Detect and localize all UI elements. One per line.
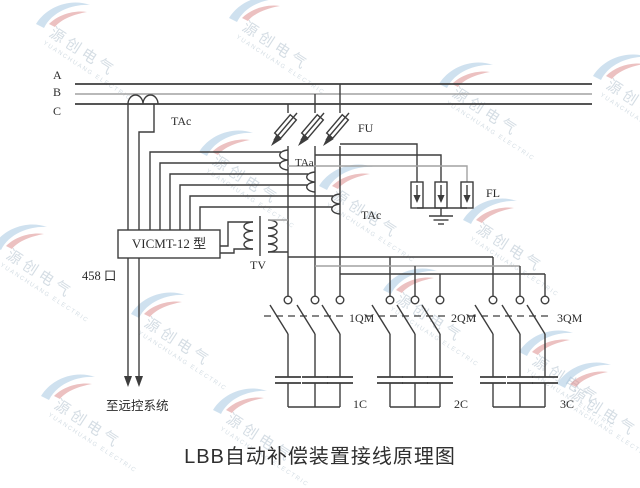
- switch-group-3qm: [469, 295, 559, 408]
- down-arrow-icon: [135, 376, 143, 387]
- fu-label: FU: [358, 121, 374, 135]
- c3-label: 3C: [560, 397, 575, 411]
- contactor-pole: [501, 295, 534, 408]
- down-arrow-icon: [124, 376, 132, 387]
- phase-c-label: C: [53, 104, 62, 118]
- voltage-transformer-tv: [220, 216, 288, 256]
- ct-tac-left: [127, 94, 159, 230]
- tv-label: TV: [250, 258, 266, 272]
- contactor-pole: [396, 295, 429, 408]
- ct-tab-icon: [306, 171, 316, 193]
- contactor-pole: [269, 295, 302, 408]
- qm1-label: 1QM: [349, 311, 375, 325]
- fuse-symbol: [297, 112, 325, 147]
- ct-tac-left-label: TAc: [171, 114, 192, 128]
- phase-drop-c: [270, 104, 298, 296]
- controller-label: VICMT-12 型: [131, 236, 207, 251]
- arrester-icon: [410, 181, 424, 209]
- remote-system-label: 至远控系统: [106, 399, 169, 413]
- phase-b-label: B: [53, 85, 62, 99]
- contactor-pole: [371, 295, 404, 408]
- port-458-label: 458 口: [82, 269, 117, 283]
- distribution-rails: [288, 256, 546, 296]
- contactor-pole: [296, 295, 329, 408]
- contactor-pole: [474, 295, 507, 408]
- fuse-symbol: [322, 112, 350, 147]
- switch-group-1qm: [264, 295, 354, 408]
- phase-drop-a: [322, 84, 350, 296]
- contactor-pole: [421, 295, 454, 408]
- bus-lines: [75, 83, 592, 105]
- qm2-label: 2QM: [451, 311, 477, 325]
- ct-taa-icon: [279, 149, 289, 171]
- switch-group-2qm: [366, 295, 454, 408]
- phase-drop-b: [297, 94, 325, 296]
- ct-taa-label: TAa: [295, 157, 314, 169]
- ct-tac-label: TAc: [361, 208, 382, 222]
- contactor-pole: [526, 295, 559, 408]
- controller-box: [117, 229, 221, 259]
- fl-label: FL: [486, 186, 501, 200]
- diagram-title: LBB自动补偿装置接线原理图: [184, 446, 456, 468]
- qm3-label: 3QM: [557, 311, 583, 325]
- ground-icon: [429, 215, 453, 225]
- ct-tac-icon: [331, 193, 341, 215]
- phase-a-label: A: [53, 68, 62, 82]
- c1-label: 1C: [353, 397, 368, 411]
- fuse-symbol: [270, 112, 298, 147]
- remote-control-lines: [124, 258, 143, 387]
- arrester-icon: [434, 181, 448, 209]
- arrester-icon: [460, 181, 474, 209]
- c2-label: 2C: [454, 397, 469, 411]
